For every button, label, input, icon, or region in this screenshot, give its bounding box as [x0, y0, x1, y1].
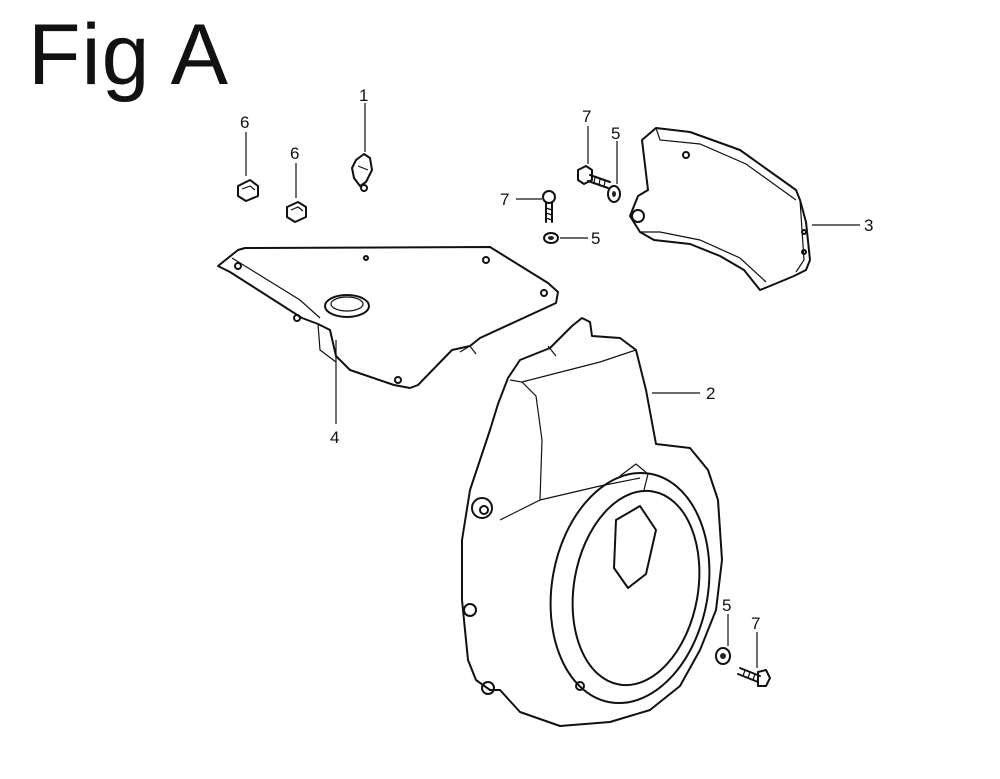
callout-5-bottom: 5: [722, 596, 731, 615]
part-3-cover: [629, 127, 811, 291]
callout-4: 4: [330, 428, 339, 447]
callout-6-left: 6: [240, 113, 249, 132]
callout-7-middle: 7: [500, 190, 509, 209]
part-5-washer-b: [607, 185, 621, 203]
leader-lines: [245, 103, 860, 668]
part-7-bolt-b: [577, 165, 611, 189]
callout-7-top: 7: [582, 107, 591, 126]
part-2-fan-shroud: [461, 317, 723, 727]
part-5-washer-a: [543, 232, 559, 244]
part-7-bolt-a: [542, 190, 556, 223]
part-6-bolt-a: [237, 179, 259, 202]
callout-7-bottom: 7: [751, 614, 760, 633]
part-7-bolt-c: [737, 667, 771, 687]
callout-2: 2: [706, 384, 715, 403]
figure-title: Fig A: [28, 7, 229, 103]
callout-1: 1: [359, 86, 368, 105]
callout-3: 3: [864, 216, 873, 235]
callout-5-middle: 5: [591, 229, 600, 248]
callout-5-top: 5: [611, 124, 620, 143]
callout-6-right: 6: [290, 144, 299, 163]
part-5-washer-c: [715, 647, 731, 665]
part-6-bolt-b: [286, 201, 307, 223]
part-4-plate: [217, 246, 559, 389]
part-1-clip: [351, 153, 373, 192]
